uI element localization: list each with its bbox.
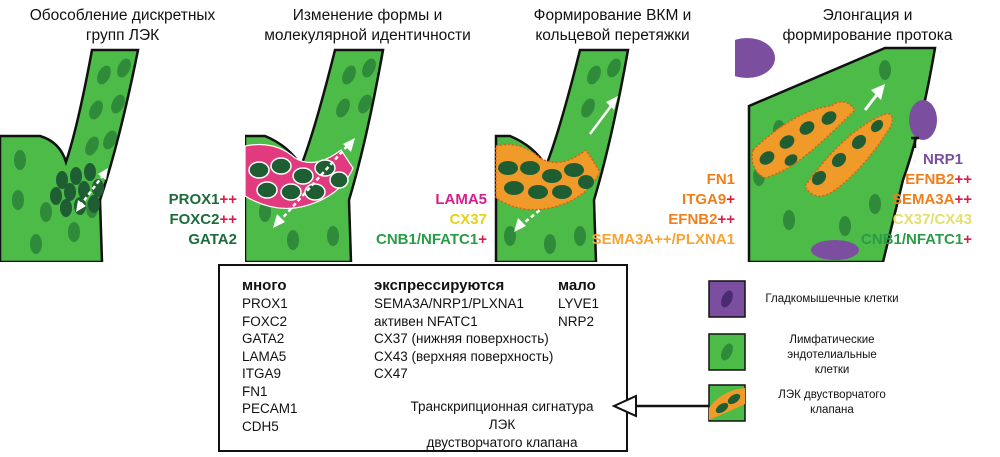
marker: EFNB2++ bbox=[905, 171, 972, 188]
signature-line-1: Транскрипционная сигнатура ЛЭК bbox=[410, 399, 594, 432]
panel-3-vessel-illustration bbox=[494, 48, 630, 262]
legend-label-smooth-muscle: Гладкомышечные клетки bbox=[752, 292, 912, 307]
signature-line-2: двустворчатого клапана bbox=[426, 435, 578, 450]
panel-3-markers: FN1 ITGA9+ EFNB2++ SEMA3A++/PLXNA1 bbox=[592, 170, 735, 250]
gene-item: CX47 bbox=[374, 366, 408, 381]
panel-1: Обособление дискретных групп ЛЭК PROX1++… bbox=[0, 0, 245, 262]
panel-4-title: Элонгация и формирование протока bbox=[735, 6, 1000, 46]
legend-swatch-lec bbox=[708, 333, 746, 371]
gene-item: FOXC2 bbox=[242, 313, 288, 329]
gene-item: PECAM1 bbox=[242, 401, 298, 416]
panel-4-vessel-illustration bbox=[735, 38, 937, 262]
marker: CX37 bbox=[449, 211, 487, 228]
legend-text: клетки bbox=[814, 364, 850, 376]
panel-2-title-line-2: молекулярной идентичности bbox=[264, 27, 471, 44]
legend-swatch-smooth-muscle bbox=[708, 280, 746, 318]
gene-item: GATA2 bbox=[242, 331, 285, 346]
gene-item: PROX1 bbox=[242, 296, 288, 311]
panel-1-title: Обособление дискретных групп ЛЭК bbox=[0, 6, 245, 46]
column-header: экспрессируются bbox=[374, 277, 505, 294]
panel-4-title-line-1: Элонгация и bbox=[822, 7, 913, 24]
marker: SEMA3A++ bbox=[891, 191, 972, 208]
marker: CX37/CX43 bbox=[892, 211, 972, 228]
marker: NRP1 bbox=[923, 151, 964, 168]
marker: ITGA9+ bbox=[682, 191, 735, 208]
legend-text: ЛЭК двустворчатого bbox=[778, 389, 886, 401]
panel-2: Изменение формы и молекулярной идентично… bbox=[245, 0, 490, 262]
column-header: мало bbox=[558, 277, 596, 294]
panel-1-vessel-illustration bbox=[0, 48, 140, 262]
legend-text: Гладкомышечные клетки bbox=[765, 293, 899, 305]
panel-4-title-line-2: формирование протока bbox=[782, 27, 953, 44]
legend-text: клапана bbox=[810, 404, 854, 416]
marker: PROX1++ bbox=[168, 191, 237, 208]
panel-3-title: Формирование ВКМ и кольцевой перетяжки bbox=[490, 6, 735, 46]
marker: EFNB2++ bbox=[668, 211, 735, 228]
gene-item: активен NFATC1 bbox=[374, 313, 478, 329]
marker: GATA2 bbox=[188, 231, 237, 248]
panel-3: Формирование ВКМ и кольцевой перетяжки F… bbox=[490, 0, 735, 262]
marker: SEMA3A++/PLXNA1 bbox=[591, 231, 735, 248]
marker: LAMA5 bbox=[435, 191, 487, 208]
column-low: мало LYVE1 NRP2 bbox=[558, 276, 599, 330]
panel-2-title: Изменение формы и молекулярной идентично… bbox=[245, 6, 490, 46]
signature-table: много PROX1 FOXC2 GATA2 LAMA5 ITGA9 FN1 … bbox=[218, 264, 628, 452]
gene-item: SEMA3A/NRP1/PLXNA1 bbox=[374, 296, 525, 311]
legend-label-valve-lec: ЛЭК двустворчатого клапана bbox=[752, 388, 912, 418]
column-expressed: экспрессируются SEMA3A/NRP1/PLXNA1 актив… bbox=[374, 276, 553, 383]
gene-item: ITGA9 bbox=[242, 366, 282, 381]
gene-item: CDH5 bbox=[242, 418, 279, 434]
marker: FOXC2++ bbox=[169, 211, 237, 228]
gene-item: LYVE1 bbox=[558, 296, 600, 311]
panel-1-markers: PROX1++ FOXC2++ GATA2 bbox=[169, 190, 237, 250]
gene-item: CX43 (верхняя поверхность) bbox=[374, 348, 554, 364]
column-header: много bbox=[242, 277, 287, 294]
panel-3-title-line-2: кольцевой перетяжки bbox=[535, 27, 690, 44]
pointer-arrow bbox=[612, 394, 710, 418]
panel-1-title-line-2: групп ЛЭК bbox=[85, 27, 160, 44]
legend-label-lec: Лимфатические эндотелиальные клетки bbox=[752, 333, 912, 378]
marker: CNB1/NFATC1+ bbox=[861, 231, 972, 248]
signature-caption: Транскрипционная сигнатура ЛЭК двустворч… bbox=[404, 398, 600, 452]
marker: FN1 bbox=[706, 171, 735, 188]
legend-text: Лимфатические bbox=[789, 334, 875, 346]
gene-item: NRP2 bbox=[558, 313, 595, 329]
legend-swatch-valve-lec bbox=[708, 384, 746, 422]
gene-item: CX37 (нижняя поверхность) bbox=[374, 331, 549, 346]
legend-text: эндотелиальные bbox=[787, 349, 877, 361]
gene-item: LAMA5 bbox=[242, 348, 287, 364]
panel-2-markers: LAMA5 CX37 CNB1/NFATC1+ bbox=[376, 190, 487, 250]
panel-2-vessel-illustration bbox=[245, 48, 385, 262]
panel-4-markers: NRP1 EFNB2++ SEMA3A++ CX37/CX43 CNB1/NFA… bbox=[861, 150, 972, 250]
panel-4: Элонгация и формирование протока NRP1 EF… bbox=[735, 0, 980, 262]
panel-2-title-line-1: Изменение формы и bbox=[292, 7, 443, 24]
panel-3-title-line-1: Формирование ВКМ и bbox=[533, 7, 692, 24]
column-high: много PROX1 FOXC2 GATA2 LAMA5 ITGA9 FN1 … bbox=[242, 276, 298, 435]
gene-item: FN1 bbox=[242, 383, 268, 399]
panel-1-title-line-1: Обособление дискретных bbox=[29, 7, 216, 24]
marker: CNB1/NFATC1+ bbox=[376, 231, 487, 248]
